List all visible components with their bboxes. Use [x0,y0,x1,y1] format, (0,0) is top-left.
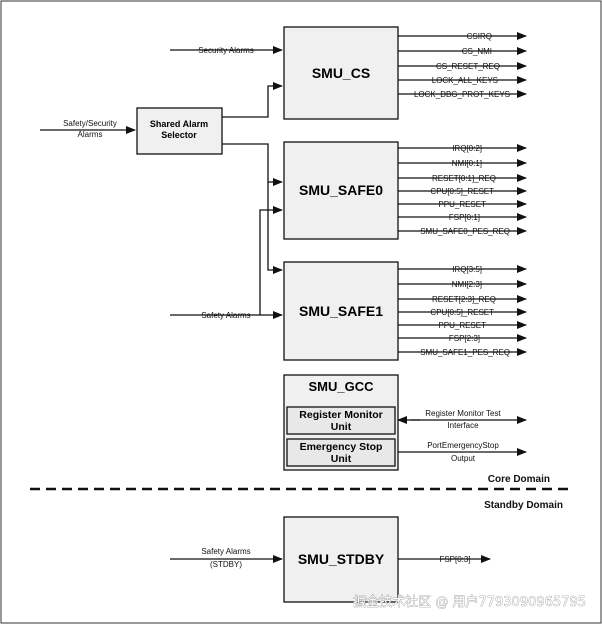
stdby-output-label: FSP[0:3] [439,555,470,564]
esu-output-label-line2: Output [451,454,476,463]
security-alarms-label: Security Alarms [198,46,254,55]
safety-alarms-to-safe0-wire [259,206,283,315]
selector-label-line1: Shared Alarm [150,119,208,129]
cs-output-label: CS_RESET_REQ [436,62,500,71]
safe1-output-label: FSP[2:3] [449,334,480,343]
cs-output-label: LOCK_DBG_PROT_KEYS [414,90,510,99]
rmu-label-line1: Register Monitor [299,409,382,421]
selector-label-line2: Selector [161,130,197,140]
rmu-label-line2: Unit [331,421,352,433]
core-domain-label: Core Domain [488,474,550,485]
cs-output-label: CS_NMI [462,47,492,56]
smu-safe0-block [283,141,399,240]
smu-safe0-label: SMU_SAFE0 [299,182,383,198]
smu-safe0-outputs: IRQ[0:2] NMI[0:1] RESET[0:1]_REQ CPU[0:5… [398,144,527,236]
safety-security-label-line1: Safety/Security [63,119,117,128]
safe0-output-label: FSP[0:1] [449,213,480,222]
smu-safe1-block [283,261,399,361]
smu-gcc-label: SMU_GCC [308,379,374,394]
safe0-output-label: CPU[0:5]_RESET [430,187,494,196]
safe1-output-label: NMI[2:3] [452,280,482,289]
smu-cs-block [283,26,399,120]
smu-safe1-outputs: IRQ[3:5] NMI[2:3] RESET[2:3]_REQ CPU[0:5… [398,265,527,357]
safe1-output-label: PPU_RESET [438,321,486,330]
safe1-output-label: RESET[2:3]_REQ [432,295,496,304]
rmu-output-label-line2: Interface [447,421,479,430]
safe1-output-label: CPU[0:5]_RESET [430,308,494,317]
shared-alarm-selector-block [136,107,223,155]
esu-label-line2: Unit [331,453,352,465]
cs-output-label: CSIRQ [467,32,492,41]
smu-cs-outputs: CSIRQ CS_NMI CS_RESET_REQ LOCK_ALL_KEYS … [398,32,527,99]
register-monitor-unit-block [286,406,396,435]
rmu-output-label-line1: Register Monitor Test [425,409,501,418]
safety-security-label-line2: Alarms [78,130,103,139]
esu-output-label-line1: PortEmergencyStop [427,441,499,450]
selector-to-safe1-wire [267,182,283,274]
safe0-output-label: RESET[0:1]_REQ [432,174,496,183]
watermark-text: 掘金技术社区 @ 用户7793090965795 [353,594,586,610]
esu-label-line1: Emergency Stop [300,441,383,453]
safe0-output-label: SMU_SAFE0_PES_REQ [420,227,510,236]
safety-alarms-label: Safety Alarms [201,311,250,320]
safe1-output-label: IRQ[3:5] [452,265,482,274]
standby-domain-label: Standby Domain [484,500,563,511]
safe1-output-label: SMU_SAFE1_PES_REQ [420,348,510,357]
selector-to-safe0-wire [222,143,283,186]
selector-to-cs-wire [222,82,283,118]
cs-output-label: LOCK_ALL_KEYS [432,76,498,85]
smu-stdby-label: SMU_STDBY [298,551,385,567]
stdby-input-label-line2: (STDBY) [210,560,242,569]
smu-stdby-block [283,516,399,603]
safe0-output-label: NMI[0:1] [452,159,482,168]
smu-safe1-label: SMU_SAFE1 [299,303,383,319]
stdby-input-label-line1: Safety Alarms [201,547,250,556]
safe0-output-label: IRQ[0:2] [452,144,482,153]
safe0-output-label: PPU_RESET [438,200,486,209]
emergency-stop-unit-block [286,438,396,467]
smu-cs-label: SMU_CS [312,65,370,81]
